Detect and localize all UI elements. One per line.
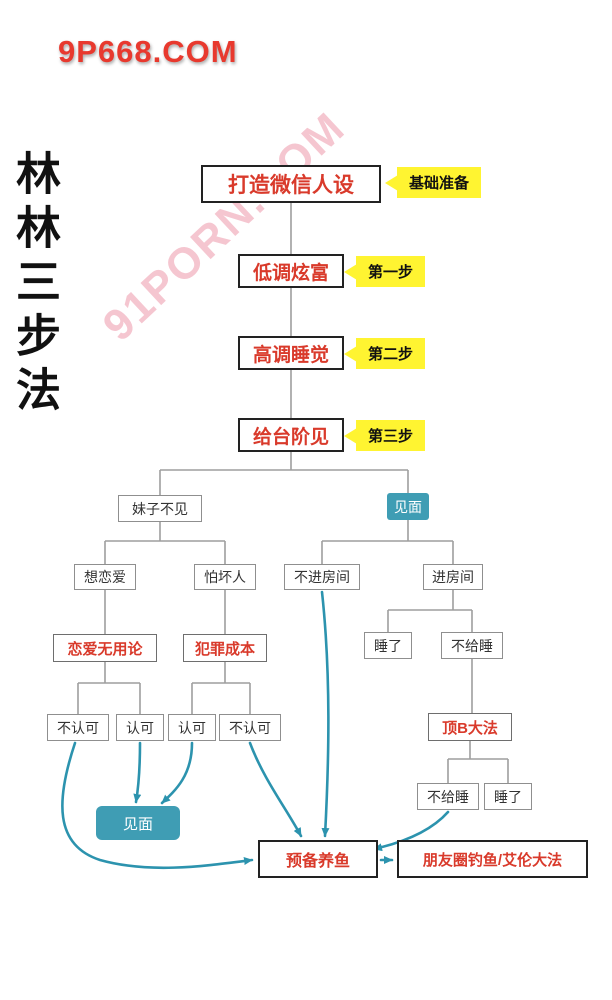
node-girl-refuses: 妹子不见 [118,495,202,522]
node-slept-1: 睡了 [364,632,412,659]
node-enter-room: 进房间 [423,564,483,590]
node-moments-fishing-method: 朋友圈钓鱼/艾伦大法 [397,840,588,878]
node-meet-top: 见面 [387,493,429,520]
step-box-lowkey-flaunt-wealth: 低调炫富 [238,254,344,288]
step-box-highkey-sleep: 高调睡觉 [238,336,344,370]
node-wants-love: 想恋爱 [74,564,136,590]
node-agree-2: 认可 [168,714,216,741]
node-love-useless-theory: 恋爱无用论 [53,634,157,662]
node-disagree-2: 不认可 [219,714,281,741]
node-disagree-1: 不认可 [47,714,109,741]
step-box-build-wechat-persona: 打造微信人设 [201,165,381,203]
step-box-give-excuse-to-meet: 给台阶见 [238,418,344,452]
node-crime-cost: 犯罪成本 [183,634,267,662]
side-title: 林林三步法 [9,150,60,420]
node-slept-2: 睡了 [484,783,532,810]
node-agree-1: 认可 [116,714,164,741]
node-meet-bottom: 见面 [96,806,180,840]
node-no-sleep-1: 不给睡 [441,632,503,659]
node-ding-b-method: 顶B大法 [428,713,512,741]
diagonal-watermark: 91PORN.COM [93,102,355,351]
node-fears-bad-people: 怕坏人 [194,564,256,590]
tag-step-one: 第一步 [356,256,426,287]
node-no-enter-room: 不进房间 [284,564,360,590]
tag-basic-preparation: 基础准备 [397,167,482,198]
top-watermark: 9P668.COM [58,34,238,69]
node-prepare-fish: 预备养鱼 [258,840,378,878]
tag-step-two: 第二步 [356,338,426,369]
node-no-sleep-2: 不给睡 [417,783,479,810]
tag-step-three: 第三步 [356,420,426,451]
